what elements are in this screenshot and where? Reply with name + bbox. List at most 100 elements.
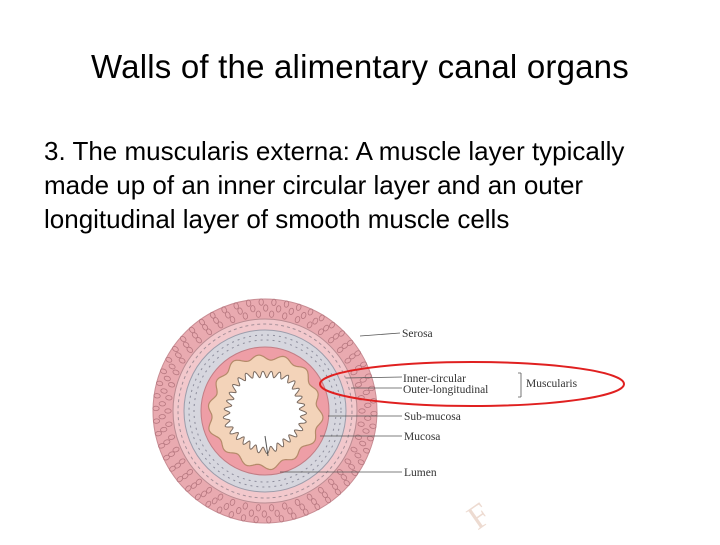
- label-lumen: Lumen: [404, 467, 437, 479]
- serosa-cell: [334, 488, 341, 496]
- serosa-cell: [325, 496, 331, 504]
- serosa-cell: [300, 312, 307, 319]
- tube-layers: [152, 298, 378, 524]
- serosa-cell: [185, 485, 192, 492]
- serosa-cell: [216, 506, 223, 514]
- label-mucosa: Mucosa: [404, 431, 440, 443]
- leader-inner-circular: [345, 376, 403, 379]
- serosa-cell: [340, 474, 348, 481]
- serosa-cell: [245, 299, 252, 307]
- serosa-cell: [306, 321, 313, 329]
- label-sub-mucosa: Sub-mucosa: [404, 411, 461, 423]
- serosa-cell: [294, 498, 301, 506]
- slide-title: Walls of the alimentary canal organs: [91, 48, 629, 85]
- serosa-cell: [255, 504, 262, 512]
- lumen-marker-line: [264, 435, 269, 457]
- serosa-cell: [366, 435, 374, 442]
- serosa-cell: [268, 310, 275, 318]
- serosa-cell: [343, 479, 351, 487]
- serosa-cell: [287, 507, 293, 515]
- serosa-cell: [174, 462, 181, 469]
- serosa-cell: [278, 515, 285, 523]
- serosa-cell: [158, 443, 166, 449]
- serosa-cell: [190, 482, 198, 489]
- serosa-cell: [351, 470, 358, 476]
- serosa-cell: [169, 465, 176, 472]
- serosa-cell: [165, 421, 173, 427]
- serosa-cell: [282, 502, 288, 510]
- serosa-cell: [294, 316, 301, 324]
- serosa-cell: [354, 350, 361, 357]
- serosa-cell: [291, 512, 297, 520]
- serosa-cell: [223, 503, 230, 510]
- serosa-cell: [357, 459, 365, 466]
- serosa-cell: [323, 324, 330, 332]
- serosa-cell: [158, 401, 166, 407]
- serosa-cell: [176, 476, 184, 483]
- serosa-cell: [206, 486, 213, 494]
- serosa-cell: [358, 408, 366, 414]
- serosa-cell: [156, 380, 164, 387]
- serosa-cell: [172, 446, 180, 453]
- serosa-cell: [346, 339, 354, 346]
- serosa-cell: [329, 321, 336, 329]
- serosa-cell: [317, 328, 324, 336]
- serosa-cell: [175, 352, 182, 359]
- serosa-cell: [288, 307, 294, 315]
- serosa-cell: [362, 428, 370, 434]
- serosa-cell: [274, 509, 280, 517]
- serosa-cell: [154, 430, 162, 437]
- serosa-cell: [348, 463, 355, 470]
- serosa-cell: [236, 507, 242, 515]
- label-inner-circular: Inner-circular: [403, 373, 466, 385]
- serosa-cell: [349, 353, 356, 360]
- serosa-cell: [332, 333, 340, 340]
- serosa-cell: [163, 454, 170, 461]
- serosa-cell: [261, 510, 267, 518]
- serosa-cell: [312, 317, 319, 325]
- slide-body-text: 3. The muscularis externa: A muscle laye…: [44, 136, 625, 234]
- serosa-cell: [242, 312, 248, 320]
- alimentary-canal-cross-section-diagram: Serosa Inner-circular Outer-longitudinal…: [150, 296, 650, 540]
- serosa-cell: [199, 318, 205, 326]
- serosa-cell: [354, 452, 362, 459]
- serosa-cell: [178, 357, 186, 364]
- serosa-cell: [359, 440, 367, 447]
- serosa-cell: [307, 308, 314, 316]
- serosa-cell: [237, 307, 243, 315]
- serosa-cell: [165, 395, 173, 401]
- serosa-cell: [364, 373, 372, 379]
- serosa-cell: [263, 304, 269, 312]
- serosa-cell: [242, 502, 248, 510]
- serosa-cell: [255, 310, 262, 318]
- serosa-cell: [354, 382, 362, 388]
- serosa-cell-texture: [152, 298, 378, 524]
- serosa-cell: [182, 341, 190, 348]
- serosa-cell: [357, 421, 365, 427]
- serosa-cell: [229, 316, 236, 324]
- serosa-cell: [163, 439, 171, 445]
- serosa-cell: [209, 311, 216, 319]
- label-outer-longitudinal: Outer-longitudinal: [403, 384, 488, 396]
- serosa-cell: [266, 516, 272, 524]
- serosa-cell: [364, 402, 372, 408]
- serosa-cell: [164, 408, 172, 414]
- serosa-cell: [160, 426, 168, 433]
- serosa-cell: [217, 493, 224, 501]
- serosa-cell: [295, 303, 302, 311]
- serosa-cell: [168, 382, 176, 388]
- label-muscularis: Muscularis: [526, 378, 578, 390]
- serosa-cell: [158, 414, 166, 420]
- inner-circular-stripes: [188, 334, 342, 488]
- serosa-cell: [369, 423, 377, 429]
- serosa-cell: [360, 361, 367, 368]
- lumen-space: [222, 370, 308, 455]
- serosa-cell: [250, 305, 256, 313]
- serosa-cell: [344, 458, 352, 465]
- serosa-cell: [240, 514, 247, 522]
- serosa-cell: [229, 498, 236, 506]
- serosa-cell: [283, 300, 290, 308]
- serosa-cell: [233, 302, 239, 310]
- serosa-cell: [189, 326, 196, 334]
